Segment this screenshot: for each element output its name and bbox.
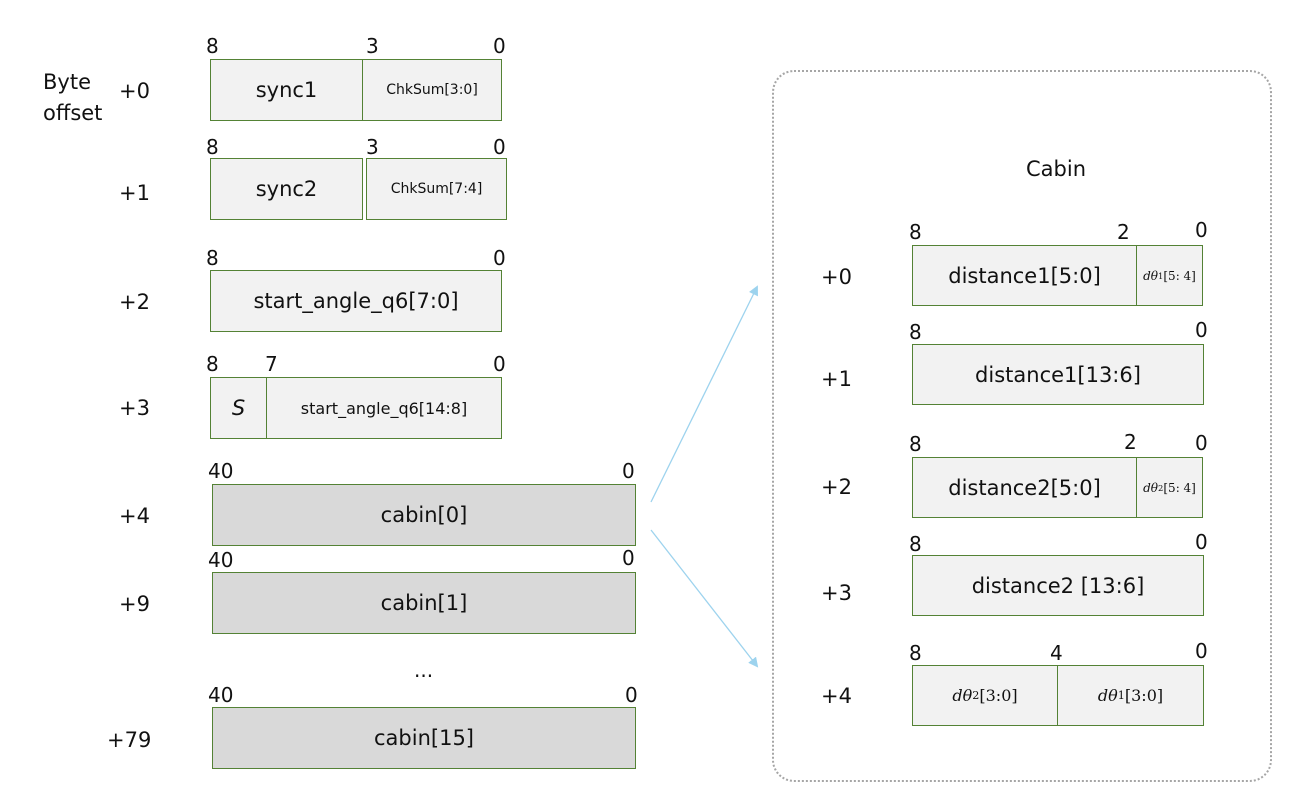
bit-label: 0 xyxy=(1195,530,1208,554)
bit-label: 8 xyxy=(909,641,922,665)
offset-label: +79 xyxy=(107,728,152,752)
bit-label: 2 xyxy=(1124,430,1137,454)
dtheta-subscript: 2 xyxy=(1158,482,1164,493)
bit-label: 0 xyxy=(1195,639,1208,663)
dtheta-symbol: dθ xyxy=(1143,268,1159,283)
dtheta-subscript: 2 xyxy=(972,689,980,702)
cabin-offset-label: +4 xyxy=(821,684,852,708)
dtheta-subscript: 1 xyxy=(1117,689,1125,702)
offset-label: +4 xyxy=(119,504,150,528)
bit-label: 8 xyxy=(206,135,219,159)
bit-label: 8 xyxy=(909,532,922,556)
distance1-low-field: distance1[5:0] xyxy=(912,245,1137,306)
cabin-1-field: cabin[1] xyxy=(212,572,636,634)
bit-label: 0 xyxy=(1195,218,1208,242)
bit-label: 2 xyxy=(1117,220,1130,244)
offset-label: +1 xyxy=(119,181,150,205)
dtheta2-low-range: [3:0] xyxy=(979,686,1018,705)
start-angle-low-field: start_angle_q6[7:0] xyxy=(210,270,502,332)
cabin-offset-label: +0 xyxy=(821,265,852,289)
bit-label: 0 xyxy=(493,246,506,270)
dtheta-subscript: 1 xyxy=(1158,270,1164,281)
bit-label: 0 xyxy=(1195,431,1208,455)
start-flag-field: S xyxy=(210,377,267,439)
bit-label: 8 xyxy=(909,432,922,456)
cabin-title: Cabin xyxy=(1026,157,1087,181)
ellipsis: ... xyxy=(414,658,434,682)
sync2-field: sync2 xyxy=(210,158,363,220)
distance2-low-field: distance2[5:0] xyxy=(912,457,1137,518)
dtheta-symbol: dθ xyxy=(952,686,973,705)
cabin-detail-box xyxy=(772,70,1272,782)
start-angle-high-field: start_angle_q6[14:8] xyxy=(266,377,502,439)
bit-label: 0 xyxy=(1195,318,1208,342)
distance1-high-field: distance1[13:6] xyxy=(912,344,1204,405)
offset-label: +0 xyxy=(119,79,150,103)
bit-label: 8 xyxy=(909,320,922,344)
cabin-offset-label: +3 xyxy=(821,581,852,605)
bit-label: 0 xyxy=(493,34,506,58)
offset-label: +3 xyxy=(119,396,150,420)
dtheta-symbol: dθ xyxy=(1143,480,1159,495)
checksum-high-field: ChkSum[7:4] xyxy=(366,158,507,220)
sync1-field: sync1 xyxy=(210,59,363,121)
bit-label: 40 xyxy=(208,548,234,572)
distance2-high-field: distance2 [13:6] xyxy=(912,555,1204,616)
cabin-15-field: cabin[15] xyxy=(212,707,636,769)
bit-label: 8 xyxy=(206,246,219,270)
cabin-offset-label: +1 xyxy=(821,367,852,391)
bit-label: 40 xyxy=(208,683,234,707)
byte-offset-label-line1: Byte xyxy=(43,70,91,94)
bit-label: 0 xyxy=(622,459,635,483)
bit-label: 40 xyxy=(208,459,234,483)
offset-label: +2 xyxy=(119,290,150,314)
byte-offset-label-line2: offset xyxy=(43,101,103,125)
dtheta-symbol: dθ xyxy=(1097,686,1118,705)
bit-label: 3 xyxy=(366,135,379,159)
bit-label: 0 xyxy=(625,683,638,707)
cabin-0-field: cabin[0] xyxy=(212,484,636,546)
arrow-to-cabin-bottom xyxy=(650,529,759,668)
cabin-offset-label: +2 xyxy=(821,475,852,499)
bit-label: 4 xyxy=(1050,641,1063,665)
checksum-low-field: ChkSum[3:0] xyxy=(362,59,502,121)
bit-label: 8 xyxy=(206,352,219,376)
bit-label: 0 xyxy=(493,135,506,159)
dtheta1-low-range: [3:0] xyxy=(1124,686,1164,705)
offset-label: +9 xyxy=(119,592,150,616)
bit-label: 7 xyxy=(265,352,278,376)
dtheta2-range: [5: 4] xyxy=(1163,480,1196,495)
bit-label: 8 xyxy=(206,34,219,58)
bit-label: 3 xyxy=(366,34,379,58)
arrow-to-cabin-top xyxy=(650,285,758,503)
bit-label: 0 xyxy=(622,546,635,570)
bit-label: 0 xyxy=(493,352,506,376)
bit-label: 8 xyxy=(909,220,922,244)
dtheta1-range: [5: 4] xyxy=(1163,268,1196,283)
